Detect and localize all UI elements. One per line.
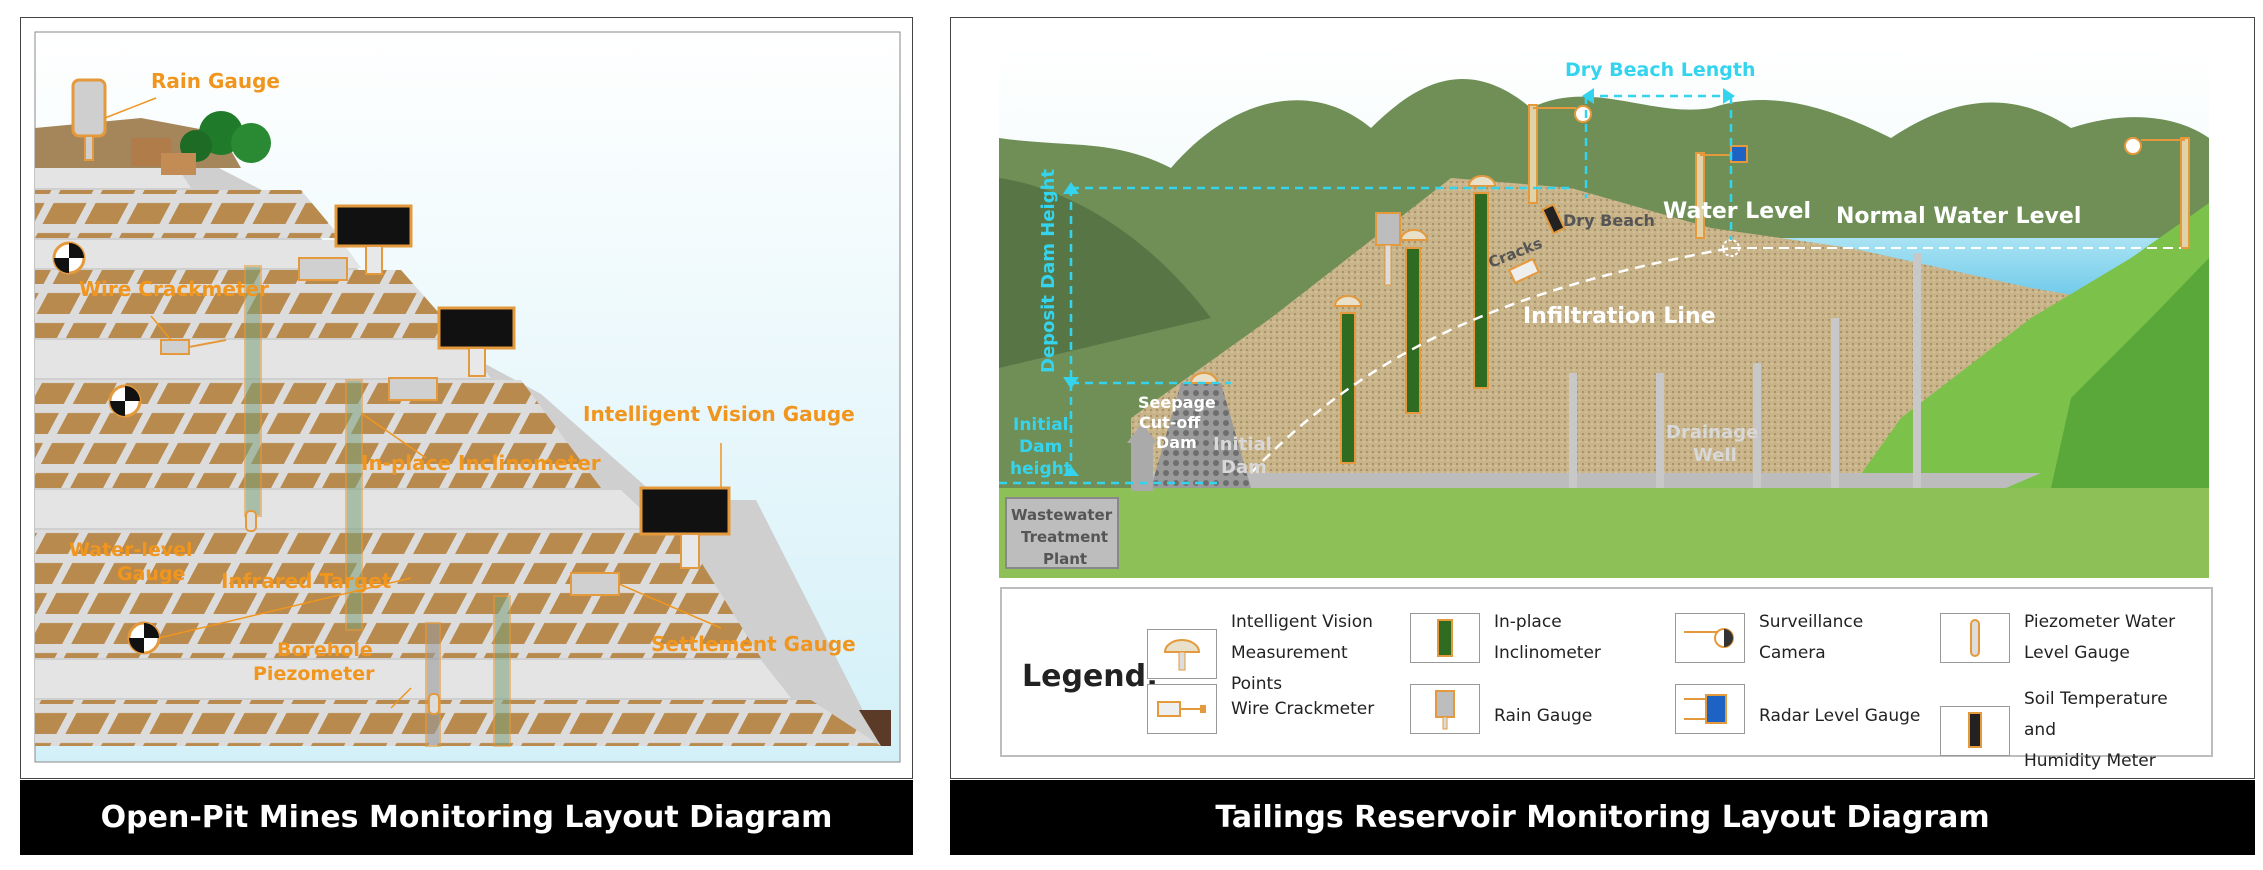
borehole-label-1: Borehole <box>277 639 373 661</box>
deposit-dam-height-label: Deposit Dam Height <box>1038 169 1059 373</box>
vision-gauge-label: Intelligent Vision Gauge <box>583 402 855 426</box>
open-pit-diagram: Rain Gauge Wire Crackmeter Intelligent V… <box>34 31 901 763</box>
infrared-target-label: Infrared Target <box>221 569 392 593</box>
wastewater-label-1: Wastewater <box>1011 506 1113 524</box>
legend-label: Wire Crackmeter <box>1231 698 1375 719</box>
rain-gauge-icon <box>71 78 157 161</box>
surveillance-camera-icon <box>1675 613 1745 663</box>
wastewater-plant <box>1005 497 1119 569</box>
intelligent-vision-icon <box>1189 175 1497 384</box>
water-level-label: Water Level <box>1663 199 1811 224</box>
open-pit-panel: Rain Gauge Wire Crackmeter Intelligent V… <box>20 17 913 779</box>
wastewater-label-3: Plant <box>1043 550 1087 568</box>
infiltration-line <box>1250 246 1732 474</box>
legend-label: Intelligent Vision <box>1231 612 1373 632</box>
legend-item: Radar Level Gauge <box>1675 684 1929 734</box>
legend-label: Humidity Meter <box>2024 751 2156 771</box>
settlement-gauge-icon <box>298 257 722 629</box>
rain-gauge-icon <box>1410 684 1480 734</box>
legend-label: Rain Gauge <box>1494 705 1593 726</box>
settlement-gauge-label: Settlement Gauge <box>651 632 856 656</box>
open-pit-caption: Open-Pit Mines Monitoring Layout Diagram <box>20 780 913 855</box>
intelligent-vision-icon <box>1147 628 1217 679</box>
legend-label: Measurement Points <box>1231 643 1348 694</box>
drainage-well-label-2: Well <box>1693 445 1737 466</box>
wire-crackmeter-icon <box>1507 257 1541 285</box>
radar-level-gauge-icon <box>1675 684 1745 734</box>
inplace-inclinometer-icon <box>1410 613 1480 663</box>
piezometer-icon <box>1940 613 2010 663</box>
water-level-label-2: Gauge <box>117 563 185 585</box>
wire-crackmeter-icon <box>1147 684 1217 734</box>
inplace-inclinometer-icon <box>1340 192 1489 464</box>
initial-dam-height-label-2: Dam <box>1019 437 1062 457</box>
legend-title: Legend: <box>1022 659 1159 694</box>
wastewater-label-2: Treatment <box>1021 528 1108 546</box>
borehole-label-2: Piezometer <box>253 663 375 685</box>
wire-crackmeter-icon <box>150 315 227 355</box>
legend-label: Radar Level Gauge <box>1759 705 1921 726</box>
drainage-well <box>1569 253 1921 488</box>
legend-item: Wire Crackmeter <box>1147 684 1401 734</box>
dry-beach-length-label: Dry Beach Length <box>1565 59 1755 81</box>
initial-dam-height-label-3: height <box>1010 459 1072 479</box>
seepage-label-2: Cut-off <box>1139 413 1201 432</box>
tailings-caption: Tailings Reservoir Monitoring Layout Dia… <box>950 780 2255 855</box>
initial-dam <box>1151 383 1251 488</box>
drainage-well-label-1: Drainage <box>1666 422 1758 443</box>
dimension-lines <box>999 94 1733 485</box>
vision-gauge-icon <box>334 204 731 569</box>
rain-gauge-label: Rain Gauge <box>151 69 280 93</box>
rain-gauge-icon <box>1375 212 1401 286</box>
initial-dam-label-1: Initial <box>1213 434 1272 455</box>
inclinometer-label: In-place Inclinometer <box>361 451 601 475</box>
infrared-target-icon <box>52 241 412 655</box>
water-level-label-1: Water-level <box>69 539 193 561</box>
soil-temp-humidity-icon <box>1541 203 1566 235</box>
seepage-label-1: Seepage <box>1138 393 1216 412</box>
legend-label: Inclinometer <box>1494 643 1601 663</box>
normal-water-level-label: Normal Water Level <box>1836 204 2081 229</box>
legend-label: In-place <box>1494 612 1562 632</box>
initial-dam-label-2: Dam <box>1221 457 1267 478</box>
legend-label: Surveillance <box>1759 612 1864 632</box>
legend-label: Camera <box>1759 643 1826 663</box>
piezometer-icon <box>245 510 440 715</box>
dry-beach-label: Dry Beach <box>1563 211 1655 230</box>
legend-label: Piezometer Water <box>2024 612 2176 632</box>
inclinometer-tube <box>244 265 511 747</box>
seepage-label-3: Dam <box>1156 433 1197 452</box>
surveillance-camera-icon <box>1528 104 2190 249</box>
legend-item: Rain Gauge <box>1410 684 1664 734</box>
wire-crackmeter-label: Wire Crackmeter <box>79 277 269 301</box>
initial-dam-height-label-1: Initial <box>1013 415 1069 435</box>
legend-label: Level Gauge <box>2024 643 2130 663</box>
tailings-diagram: Dry Beach Length Deposit Dam Height Init… <box>999 48 2209 578</box>
infiltration-line-label: Infiltration Line <box>1523 304 1716 329</box>
soil-temp-humidity-icon <box>1940 705 2010 756</box>
legend-label: Soil Temperature and <box>2024 689 2168 740</box>
